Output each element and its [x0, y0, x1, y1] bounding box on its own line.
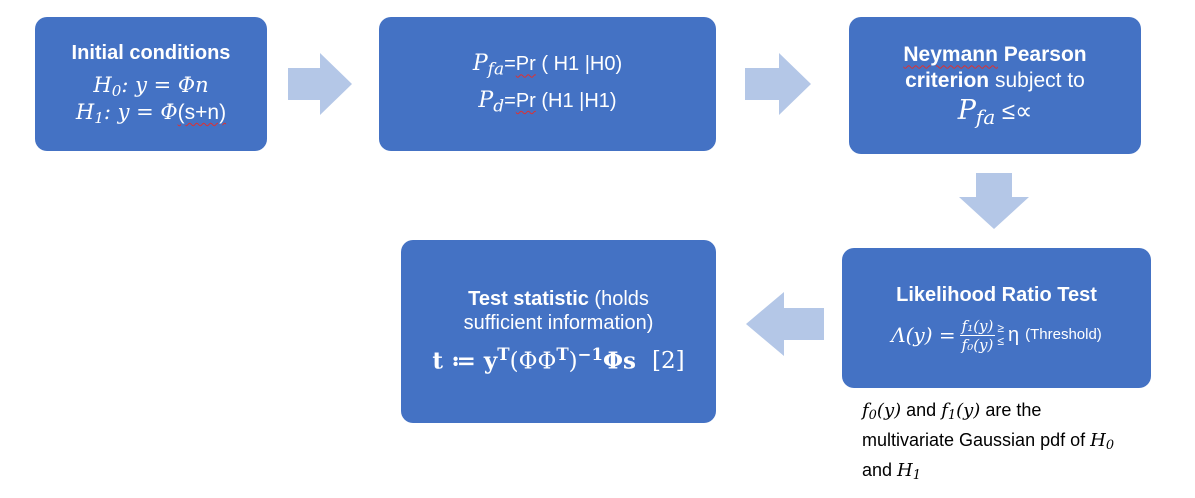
- inverse-sup: −1: [577, 344, 604, 365]
- note-line-2: multivariate Gaussian pdf of H0: [862, 428, 1182, 458]
- likelihood-ratio-box: Likelihood Ratio Test Λ(y) = f₁(y) f₀(y)…: [842, 248, 1151, 388]
- pd-symbol: P: [478, 88, 494, 113]
- pfa-symbol: P: [472, 51, 488, 77]
- h0-symbol: H: [93, 73, 112, 98]
- neyman-pearson-title: Neymann Pearson: [903, 42, 1086, 67]
- note-line-1: f0(y) and f1(y) are the: [862, 398, 1182, 428]
- pd-rest: (H1 |H1): [535, 90, 617, 112]
- pfa-equals: =: [504, 53, 516, 76]
- test-statistic-formula: t ≔ yT(ΦΦT)−1Φs[2]: [432, 344, 685, 376]
- pd-subscript: d: [493, 96, 505, 117]
- geq-symbol: ≥: [997, 321, 1004, 335]
- note-rest-1: are the: [980, 400, 1042, 420]
- neyman-pearson-box: Neymann Pearson criterion subject to Pfa…: [849, 17, 1141, 154]
- holds-text: (holds: [588, 288, 649, 311]
- pfa-pr: Pr: [515, 53, 536, 76]
- arrow-right-1-shape: [288, 53, 352, 115]
- reference-number: [2]: [652, 348, 685, 375]
- likelihood-fraction: f₁(y) f₀(y): [959, 316, 996, 354]
- sufficient-information-line: sufficient information): [463, 312, 654, 335]
- threshold-label: (Threshold): [1025, 326, 1102, 343]
- lrt-note: f0(y) and f1(y) are the multivariate Gau…: [862, 398, 1182, 489]
- note-f1-sub: 1: [947, 408, 957, 424]
- neymann-word: Neymann: [903, 43, 998, 67]
- arrow-right-2-shape: [745, 53, 811, 115]
- pfa-subscript: fa: [487, 59, 505, 80]
- test-statistic-title: Test statistic (holds: [468, 287, 649, 311]
- fraction-numerator: f₁(y): [959, 316, 996, 336]
- subject-to-text: subject to: [989, 68, 1085, 92]
- constraint-relation: ≤∝: [995, 97, 1033, 125]
- note-f0: f: [862, 400, 869, 421]
- criterion-line: criterion subject to: [905, 68, 1085, 93]
- note-line-2-text: multivariate Gaussian pdf of: [862, 430, 1091, 451]
- h1-subscript: 1: [94, 108, 104, 127]
- pd-pr: Pr: [515, 90, 536, 112]
- fraction-denominator: f₀(y): [961, 335, 994, 354]
- note-h0: H: [1090, 430, 1106, 452]
- h1-expression: : y = Φ: [103, 100, 178, 124]
- formula-end: Φs: [603, 347, 636, 375]
- probabilities-box: Pfa=Pr ( H1 |H0) Pd=Pr (H1 |H1): [379, 17, 716, 151]
- arrow-right-1-icon: [288, 53, 352, 115]
- h0-expression: : y = Φn: [121, 73, 209, 98]
- formula-paren: ): [568, 348, 578, 375]
- pd-definition: Pd=Pr (H1 |H1): [478, 88, 616, 117]
- constraint-p-symbol: P: [957, 94, 976, 126]
- pearson-word: Pearson: [997, 43, 1087, 67]
- note-line-3-text: and: [862, 460, 898, 481]
- criterion-word: criterion: [905, 68, 990, 92]
- test-statistic-bold: Test statistic: [468, 288, 589, 311]
- h1-symbol: H: [75, 100, 95, 124]
- h1-equation: H1: y = Φ(s+n): [76, 100, 226, 127]
- arrow-down-icon: [959, 173, 1029, 229]
- transpose-sup-2: T: [556, 344, 569, 365]
- note-f1: f: [941, 400, 948, 421]
- pd-equals: =: [504, 90, 516, 112]
- note-f1-arg: (y): [956, 400, 981, 421]
- h0-equation: H0: y = Φn: [93, 73, 208, 100]
- likelihood-ratio-formula: Λ(y) = f₁(y) f₀(y) ≥ ≤ η (Threshold): [891, 317, 1102, 354]
- note-f0-arg: (y): [876, 400, 902, 421]
- test-statistic-box: Test statistic (holds sufficient informa…: [401, 240, 716, 423]
- arrow-right-2-icon: [745, 53, 811, 115]
- transpose-sup: T: [497, 344, 510, 365]
- note-line-3: and H1: [862, 458, 1182, 488]
- leq-symbol: ≤: [997, 334, 1004, 348]
- pfa-rest: ( H1 |H0): [535, 53, 623, 76]
- eta-symbol: η: [1007, 324, 1020, 346]
- inequality-stack: ≥ ≤: [997, 322, 1004, 348]
- lambda-lhs: Λ(y) =: [891, 323, 956, 347]
- initial-conditions-box: Initial conditions H0: y = Φn H1: y = Φ(…: [35, 17, 267, 151]
- h0-subscript: 0: [111, 81, 122, 100]
- note-h0-sub: 0: [1105, 438, 1115, 454]
- h1-tail: (s+n): [177, 101, 227, 124]
- note-f0-sub: 0: [868, 408, 877, 424]
- note-h1-sub: 1: [912, 468, 921, 484]
- note-h1: H: [897, 460, 913, 482]
- arrow-left-icon: [746, 292, 824, 356]
- arrow-left-shape: [746, 292, 824, 356]
- pfa-definition: Pfa=Pr ( H1 |H0): [473, 51, 622, 80]
- initial-conditions-title: Initial conditions: [71, 42, 231, 65]
- formula-mid: (ΦΦ: [509, 348, 557, 375]
- formula-lhs: t ≔ y: [432, 347, 498, 375]
- pfa-constraint: Pfa ≤∝: [958, 95, 1032, 129]
- arrow-down-shape: [959, 173, 1029, 229]
- likelihood-ratio-title: Likelihood Ratio Test: [896, 283, 1097, 306]
- constraint-p-subscript: fa: [975, 104, 996, 129]
- note-and: and: [901, 400, 942, 420]
